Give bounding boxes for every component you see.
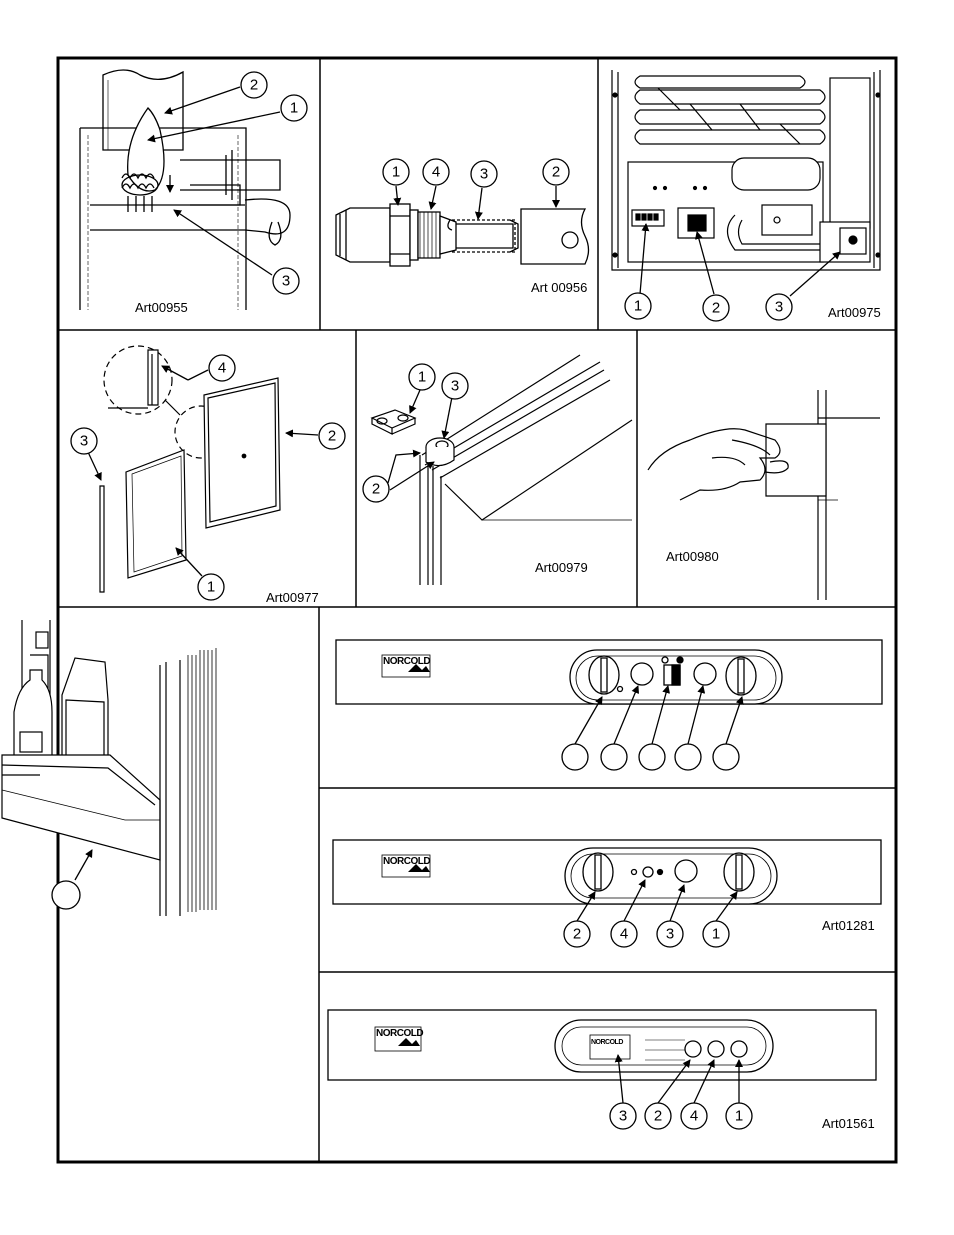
door-panels-callout: 1 [207, 579, 215, 596]
control-panel-2 [332, 839, 882, 948]
rear-callout: 1 [634, 298, 642, 315]
burner-callout: 3 [282, 273, 290, 290]
fitting-callout: 4 [432, 164, 440, 181]
fitting-callout: 1 [392, 164, 400, 181]
brand-logo-text: NORCOLD [591, 1039, 623, 1046]
rear-callouts [624, 223, 841, 322]
brand-logo-text: NORCOLD [376, 1028, 423, 1039]
door-shelf-panel [1, 620, 217, 916]
art-id-label: Art00980 [666, 549, 719, 564]
control-panel-3-callout: 3 [619, 1108, 627, 1125]
logo-mark [381, 654, 431, 678]
hinge-cap [425, 437, 455, 467]
door-hinge-callout: 3 [451, 378, 459, 395]
rear-callout: 2 [712, 300, 720, 317]
knob-icon [588, 655, 620, 695]
control-panel-1 [335, 639, 883, 771]
door-hinge-callouts [362, 363, 469, 503]
flame-icon [121, 106, 165, 212]
burner-callout: 2 [250, 77, 258, 94]
control-panel-2-callout: 2 [573, 926, 581, 943]
art-id-label: Art01561 [822, 1116, 875, 1131]
grid-frame [56, 56, 898, 1164]
door-shelf-callouts [51, 849, 93, 910]
art-id-label: Art 00956 [531, 280, 587, 295]
door-panels-panel [99, 345, 281, 593]
burner-callouts [147, 71, 308, 295]
fitting-callout: 2 [552, 164, 560, 181]
art-id-label: Art00955 [135, 300, 188, 315]
control-panel-3-callout: 2 [654, 1108, 662, 1125]
art-id-label: Art00975 [828, 305, 881, 320]
control-panel-3-callout: 1 [735, 1108, 743, 1125]
brand-logo-text: NORCOLD [383, 656, 430, 667]
burner-panel [79, 69, 291, 310]
hinge-clip [370, 409, 417, 435]
door-hinge-panel [370, 354, 633, 585]
burner-callout: 1 [290, 100, 298, 117]
fitting-callouts [382, 158, 570, 220]
door-hinge-callout: 1 [418, 369, 426, 386]
control-panel-2-callout: 1 [712, 926, 720, 943]
control-panel-2-callout: 3 [666, 926, 674, 943]
control-panel-3-callout: 4 [690, 1108, 698, 1125]
rear-callout: 3 [775, 299, 783, 316]
door-panels-callouts [70, 354, 346, 601]
brand-logo-text: NORCOLD [383, 856, 430, 867]
fitting-panel [335, 203, 590, 267]
door-panels-callout: 4 [218, 360, 226, 377]
control-panel-3 [327, 1009, 877, 1130]
wire-connector [631, 209, 665, 227]
fitting-callout: 3 [480, 166, 488, 183]
door-hinge-callout: 2 [372, 481, 380, 498]
rear-panel [611, 70, 881, 271]
control-panel-2-callout: 4 [620, 926, 628, 943]
hand-icon [647, 428, 789, 501]
door-latch-panel [647, 390, 880, 600]
art-id-label: Art00979 [535, 560, 588, 575]
art-id-label: Art00977 [266, 590, 319, 605]
door-panels-callout: 2 [328, 428, 336, 445]
art-id-label: Art01281 [822, 918, 875, 933]
door-panels-callout: 3 [80, 433, 88, 450]
